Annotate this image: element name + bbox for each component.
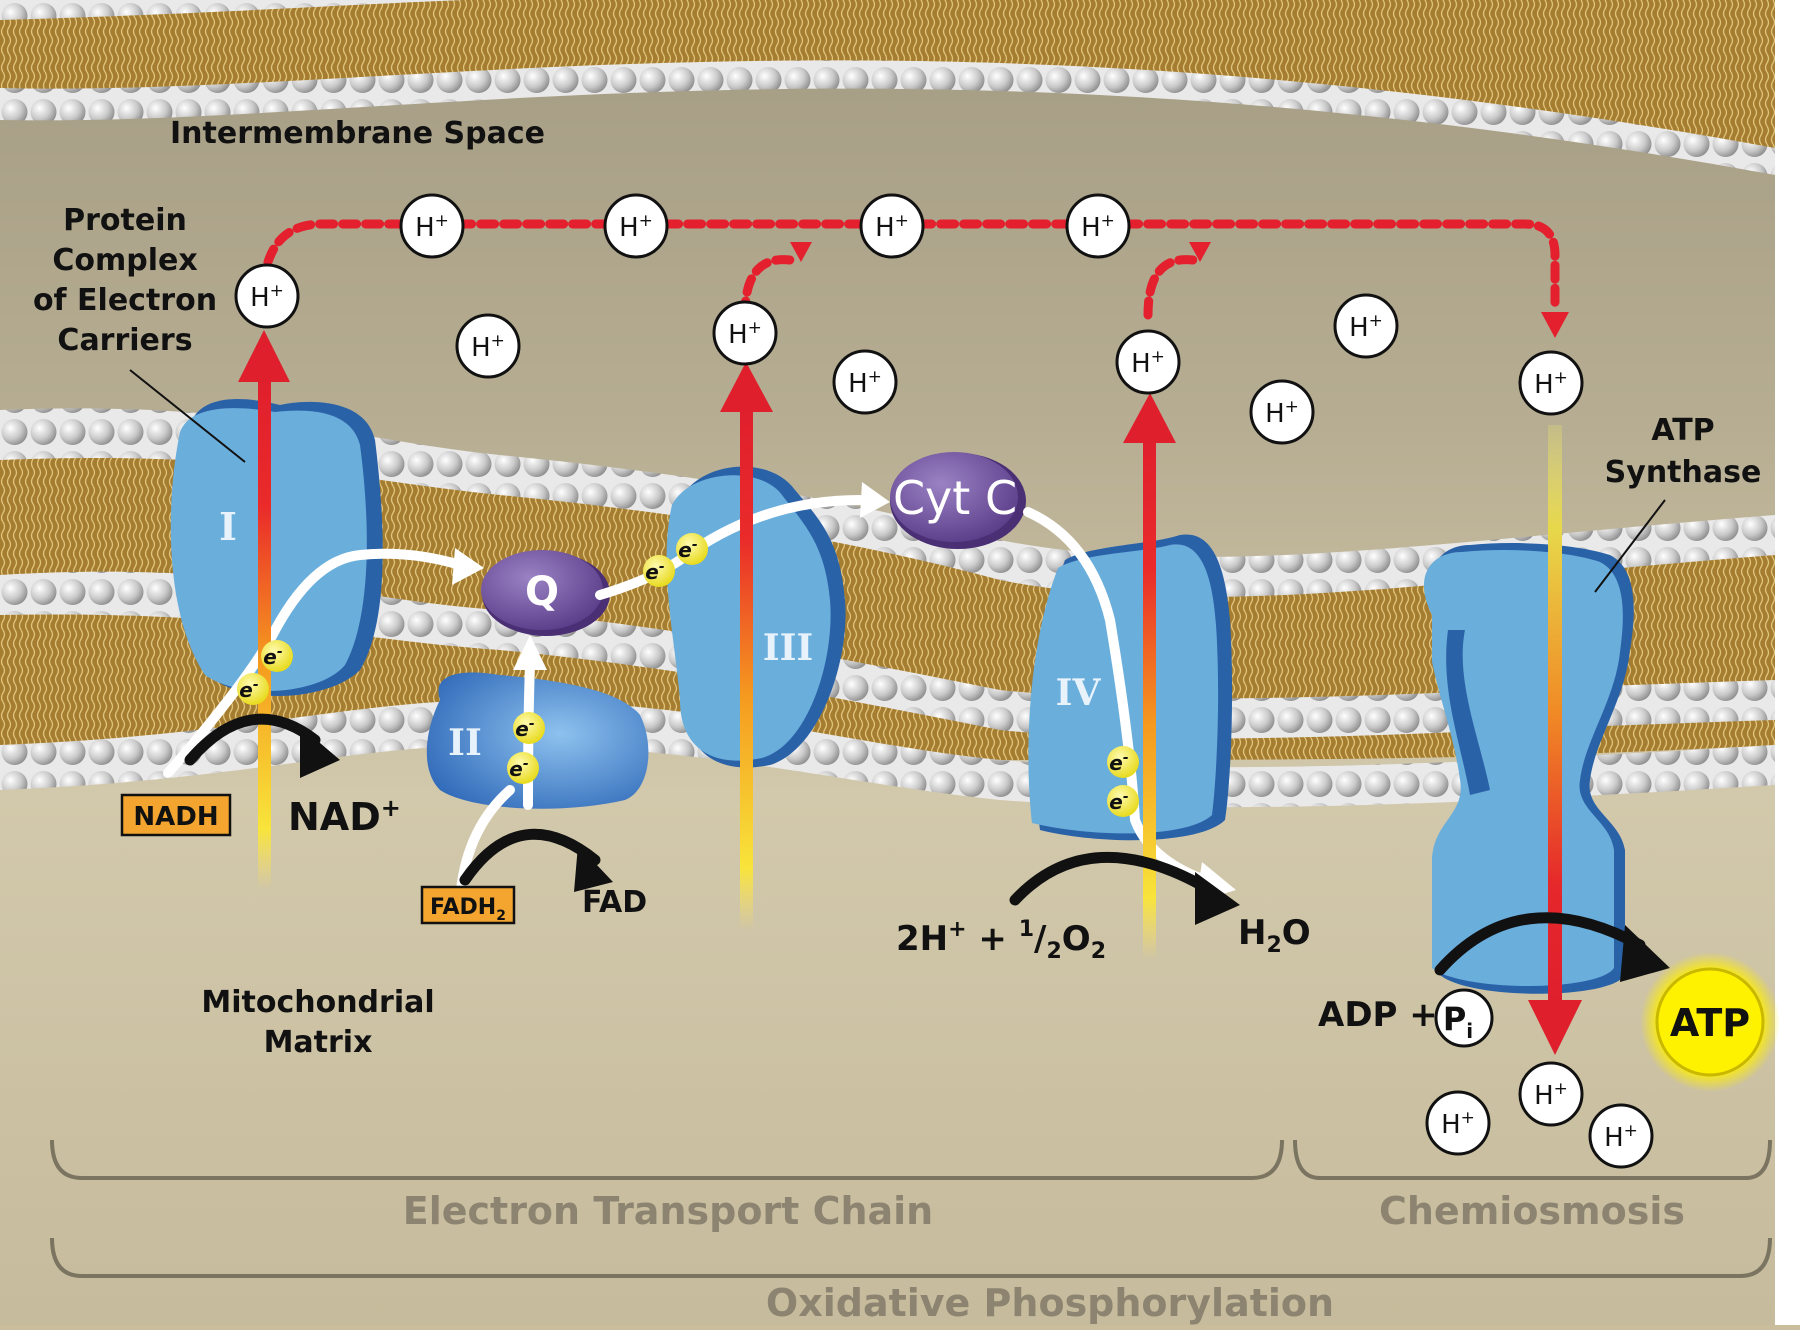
proton: H+ — [1249, 379, 1315, 445]
proton: H+ — [1518, 1061, 1584, 1127]
section-brackets — [50, 1139, 1772, 1278]
svg-text:ATP: ATP — [1651, 413, 1714, 448]
svg-text:H+: H+ — [1534, 1079, 1568, 1111]
svg-text:e-: e- — [1109, 750, 1129, 775]
electron: e- — [1107, 746, 1139, 778]
right-edge — [1775, 0, 1800, 1325]
proton: H+ — [832, 349, 898, 415]
svg-text:H+: H+ — [1604, 1121, 1638, 1153]
svg-text:H+: H+ — [471, 331, 505, 363]
intermembrane-space-label: Intermembrane Space — [170, 116, 545, 151]
svg-text:Mitochondrial: Mitochondrial — [201, 985, 434, 1020]
complex-iv-label: IV — [1056, 672, 1102, 714]
nad-plus-label: NAD+ — [288, 794, 401, 839]
electron: e- — [643, 555, 675, 587]
svg-text:of Electron: of Electron — [33, 283, 217, 318]
proton: H+ — [1425, 1090, 1491, 1156]
svg-text:Pi: Pi — [1443, 1000, 1473, 1043]
proton-pump-arrows — [238, 330, 1582, 1055]
complex-iii-label: III — [763, 627, 814, 669]
nadh-box: NADH — [120, 793, 232, 837]
atp-synthase-label: ATP Synthase — [1594, 413, 1762, 593]
proton: H+ — [399, 193, 465, 259]
proton: H+ — [1518, 350, 1584, 416]
svg-text:ATP: ATP — [1670, 1001, 1750, 1045]
svg-text:e-: e- — [645, 559, 665, 584]
svg-text:e-: e- — [515, 716, 535, 741]
svg-text:FADH2: FADH2 — [430, 895, 506, 924]
svg-text:Synthase: Synthase — [1605, 455, 1762, 490]
svg-text:H+: H+ — [728, 318, 762, 350]
chemiosmosis-section-label: Chemiosmosis — [1379, 1189, 1685, 1233]
mitochondrial-matrix-label: Mitochondrial Matrix — [201, 985, 434, 1060]
electron: e- — [513, 712, 545, 744]
complex-ii-label: II — [448, 722, 482, 764]
svg-text:H+: H+ — [250, 281, 284, 313]
electron: e- — [507, 752, 539, 784]
proton: H+ — [712, 300, 778, 366]
fad-label: FAD — [582, 885, 647, 920]
svg-text:e-: e- — [1109, 789, 1129, 814]
protein-complex-label: Protein Complex of Electron Carriers — [33, 203, 246, 463]
water-label: H2O — [1238, 913, 1311, 958]
svg-text:H+: H+ — [1441, 1108, 1475, 1140]
atp-product: ATP — [1640, 952, 1780, 1092]
proton: H+ — [859, 193, 925, 259]
proton: H+ — [1065, 193, 1131, 259]
svg-text:e-: e- — [263, 644, 283, 669]
svg-text:H+: H+ — [848, 367, 882, 399]
electron: e- — [237, 673, 269, 705]
ubiquinone: Q — [481, 550, 610, 636]
complex-i-label: I — [219, 504, 237, 549]
oxygen-reactants-label: 2H+ + 1/2O2 — [896, 917, 1106, 964]
proton: H+ — [1115, 329, 1181, 395]
etc-section-label: Electron Transport Chain — [403, 1189, 933, 1233]
oxphos-section-label: Oxidative Phosphorylation — [766, 1281, 1334, 1325]
svg-text:H+: H+ — [1081, 211, 1115, 243]
electrons: e- e- e- e- e- e- e- e- — [237, 533, 1139, 817]
svg-text:e-: e- — [509, 756, 529, 781]
protons: H+ H+ H+ H+ H+ H+ H+ H+ H+ H+ H+ H+ H+ H… — [234, 193, 1654, 1169]
cytochrome-c: Cyt C — [890, 452, 1026, 549]
svg-text:e-: e- — [678, 537, 698, 562]
outer-membrane — [0, 0, 1775, 175]
electron: e- — [261, 640, 293, 672]
electron: e- — [676, 533, 708, 565]
proton: H+ — [1333, 293, 1399, 359]
atp-synthase — [1423, 543, 1634, 994]
cytochrome-c-label: Cyt C — [893, 471, 1017, 525]
proton: H+ — [603, 193, 669, 259]
svg-text:H+: H+ — [619, 211, 653, 243]
electron-flow-arrowheads — [452, 482, 1236, 902]
proton: H+ — [455, 313, 521, 379]
svg-text:NADH: NADH — [133, 802, 218, 832]
proton: H+ — [234, 263, 300, 329]
svg-text:H+: H+ — [1534, 368, 1568, 400]
svg-text:H+: H+ — [1131, 347, 1165, 379]
svg-text:H+: H+ — [415, 211, 449, 243]
electron: e- — [1107, 785, 1139, 817]
svg-text:e-: e- — [239, 677, 259, 702]
phosphate: Pi — [1434, 988, 1494, 1048]
svg-text:Matrix: Matrix — [264, 1025, 373, 1060]
svg-text:H+: H+ — [1265, 397, 1299, 429]
adp-label: ADP + — [1318, 995, 1438, 1035]
proton-path-arrowheads — [790, 242, 1569, 338]
ubiquinone-label: Q — [525, 569, 559, 615]
proton: H+ — [1588, 1103, 1654, 1169]
svg-text:Protein: Protein — [63, 203, 187, 238]
svg-text:Complex: Complex — [52, 243, 197, 278]
reaction-arrowheads — [300, 726, 1670, 982]
svg-text:Carriers: Carriers — [57, 323, 192, 358]
svg-text:H+: H+ — [875, 211, 909, 243]
svg-text:H+: H+ — [1349, 311, 1383, 343]
fadh2-box: FADH2 — [420, 885, 516, 925]
